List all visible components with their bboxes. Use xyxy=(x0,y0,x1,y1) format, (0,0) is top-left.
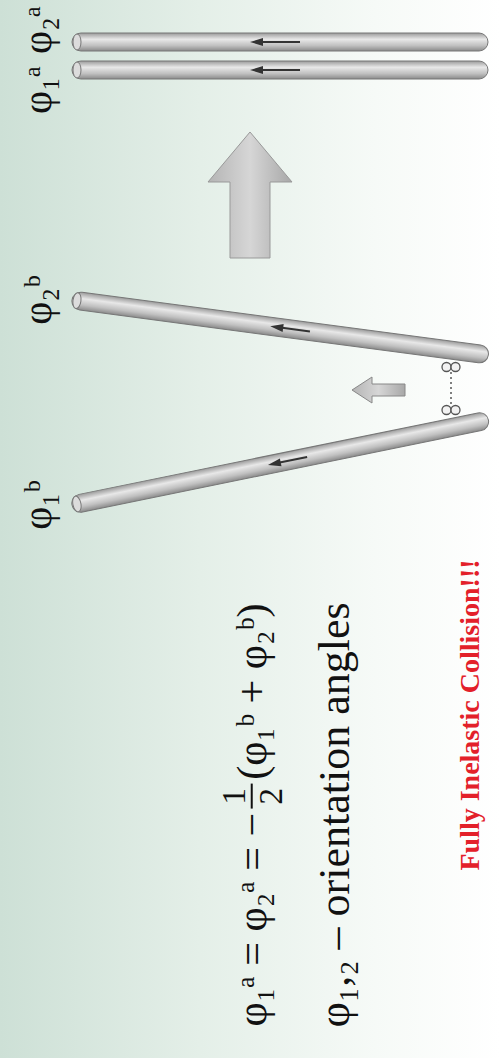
orientation-arrowhead xyxy=(267,458,281,468)
conclusion-group: Fully Inelastic Collision!!! xyxy=(455,559,486,870)
equation-part: φ₁ᵃ = φ₂ᵃ = − xyxy=(229,813,275,1027)
linker-bead xyxy=(442,363,451,372)
definition-group: φ₁,₂ – orientation angles xyxy=(311,602,359,1027)
angle-label: φ₂ᵇ xyxy=(16,275,60,324)
rod-body xyxy=(72,61,488,79)
rod xyxy=(72,61,488,79)
conclusion-text: Fully Inelastic Collision!!! xyxy=(455,559,486,870)
rod xyxy=(71,291,490,364)
angle-label: φ₂ᵃ xyxy=(16,6,60,54)
rod-body xyxy=(71,291,490,364)
rod-end xyxy=(71,495,82,512)
angle-label: φ₁ᵇ xyxy=(16,480,60,529)
rod-end xyxy=(73,62,81,78)
definition-text: φ₁,₂ – orientation angles xyxy=(311,602,359,1027)
angle-label-group: φ₁ᵇ xyxy=(16,480,60,529)
rod-end xyxy=(72,292,82,309)
equation-part: (φ₁ᵇ + φ₂ᵇ) xyxy=(229,603,275,779)
equation: φ₁ᵃ = φ₂ᵃ = − 12 (φ₁ᵇ + φ₂ᵇ) xyxy=(216,603,289,1026)
push-arrow xyxy=(352,377,405,403)
rod-end xyxy=(73,34,81,50)
orientation-arrowhead xyxy=(250,66,263,74)
angle-label-group: φ₂ᵃ xyxy=(16,6,60,54)
orientation-arrow xyxy=(280,457,307,463)
angle-label-group: φ₂ᵇ xyxy=(16,275,60,324)
rod-body xyxy=(72,33,488,51)
linker-bead xyxy=(451,363,460,372)
linker-bead xyxy=(451,406,460,415)
orientation-arrow xyxy=(282,328,310,332)
rod-body xyxy=(70,411,490,514)
fraction-denominator: 2 xyxy=(251,784,288,809)
fraction: 12 xyxy=(216,784,289,809)
orientation-arrow xyxy=(262,41,300,43)
transition-arrow xyxy=(208,132,292,258)
orientation-arrowhead xyxy=(250,38,263,46)
angle-label-group: φ₁ᵃ xyxy=(16,66,60,114)
linker-bond xyxy=(450,372,452,405)
orientation-arrowhead xyxy=(270,322,284,332)
angle-label: φ₁ᵃ xyxy=(16,66,60,114)
rod xyxy=(70,411,490,514)
linker-bead xyxy=(442,406,451,415)
linker-molecule xyxy=(442,363,460,415)
rod xyxy=(72,33,488,51)
fraction-numerator: 1 xyxy=(216,784,251,809)
orientation-arrow xyxy=(262,69,300,71)
